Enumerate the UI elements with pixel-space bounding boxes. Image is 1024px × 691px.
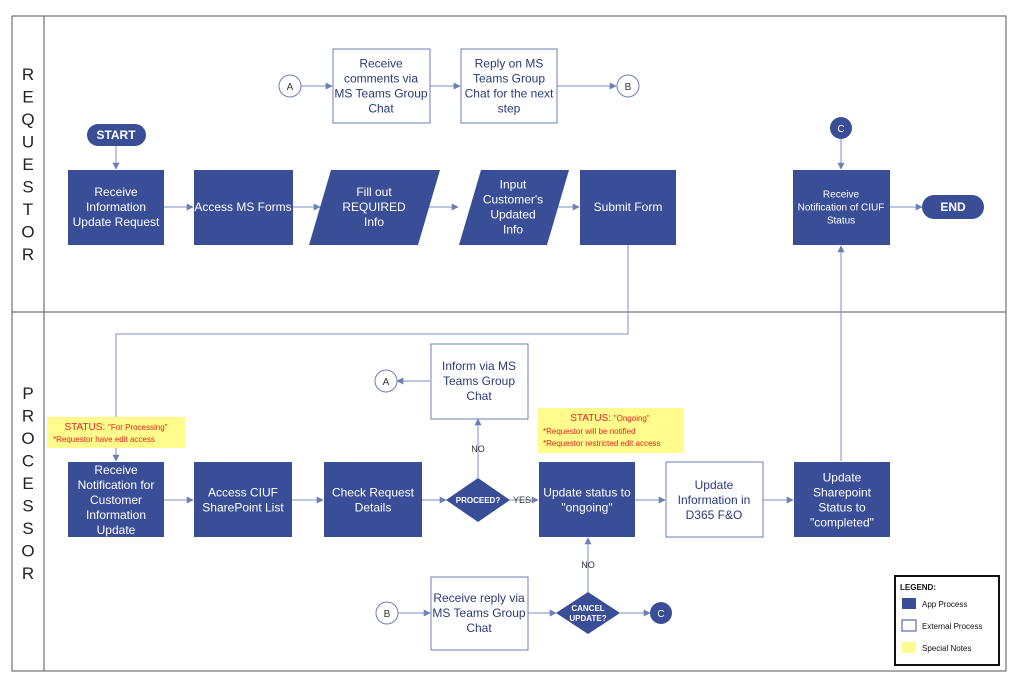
swimlane-frame	[11, 15, 1007, 672]
legend-notes-label: Special Notes	[922, 644, 971, 653]
legend-notes-swatch	[902, 642, 916, 653]
svg-text:END: END	[940, 200, 966, 214]
access-ms-forms-box	[194, 170, 293, 245]
svg-text:B: B	[625, 82, 632, 93]
svg-text:C: C	[657, 609, 664, 620]
svg-text:C: C	[837, 124, 844, 135]
svg-text:A: A	[383, 377, 390, 388]
flow-lines	[112, 82, 923, 617]
receive-notification-box	[68, 462, 164, 537]
connector-b-bottom: B	[375, 601, 399, 625]
note-ongoing-bg	[538, 408, 684, 453]
svg-text:START: START	[96, 128, 136, 142]
proceed-decision-label: PROCEED?	[456, 496, 501, 505]
proceed-decision	[446, 478, 510, 522]
update-d365-box	[665, 461, 764, 538]
note-ongoing-status: STATUS: "Ongoing"	[570, 413, 650, 424]
svg-text:A: A	[287, 82, 294, 93]
check-request-box	[324, 462, 422, 537]
receive-comments-box	[332, 48, 431, 124]
note-ongoing-detail-1: *Requestor will be notified	[543, 427, 636, 436]
legend-app-label: App Process	[922, 600, 967, 609]
access-ms-forms-label: Access MS Forms	[194, 200, 291, 214]
flow-submit-to-processor	[112, 245, 629, 462]
submit-form-box	[580, 170, 676, 245]
legend-external-swatch	[901, 619, 917, 632]
input-customer-info-box	[459, 170, 569, 245]
note-for-processing-status: STATUS: "For Processing"	[64, 422, 167, 433]
reply-teams-box	[460, 48, 558, 124]
legend: LEGEND: App Process External Process Spe…	[894, 575, 1000, 666]
inform-teams-box	[430, 343, 529, 420]
note-for-processing-detail: *Requestor have edit access	[53, 435, 155, 444]
no-cancel-label: NO	[581, 560, 595, 570]
update-ongoing-box	[539, 462, 635, 537]
end-terminal: END	[922, 195, 984, 219]
receive-reply-box	[430, 576, 529, 651]
start-terminal: START	[87, 124, 146, 146]
cancel-decision	[556, 592, 620, 634]
note-ongoing-detail-2: *Requestor restricted edit access	[543, 439, 660, 448]
receive-ciuf-status-box	[793, 170, 890, 245]
no-proceed-label: NO	[471, 444, 485, 454]
update-sharepoint-box	[794, 462, 890, 537]
connector-c-bottom: C	[650, 602, 672, 624]
update-ongoing-label: Update status to"ongoing"	[543, 486, 631, 515]
legend-external-label: External Process	[922, 622, 982, 631]
note-for-processing-bg	[47, 417, 185, 448]
connector-a-top: A	[278, 74, 302, 98]
receive-info-request-box	[68, 170, 164, 245]
svg-text:B: B	[384, 609, 391, 620]
access-ciuf-box	[194, 462, 292, 537]
legend-title: LEGEND:	[900, 583, 936, 592]
connector-b-top: B	[616, 74, 640, 98]
legend-app-swatch	[902, 598, 916, 609]
fill-out-required-box	[309, 170, 440, 245]
submit-form-label: Submit Form	[594, 200, 663, 214]
connector-c-top: C	[830, 117, 852, 139]
connector-a-bottom: A	[374, 369, 398, 393]
yes-label: YES	[513, 495, 531, 505]
